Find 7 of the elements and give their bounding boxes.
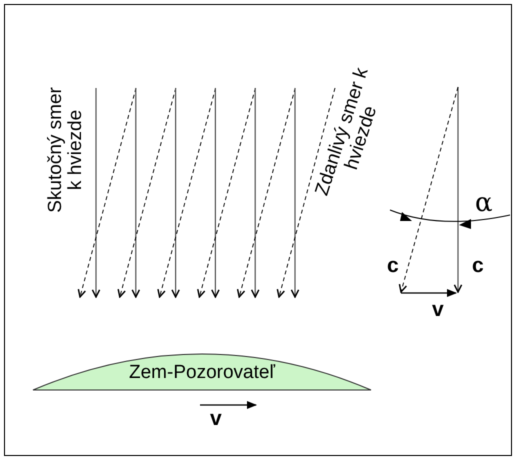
ray-caption: Skutočný smer k hviezde — [46, 86, 86, 215]
vector-label: c — [387, 255, 399, 278]
node-label: Zem-Pozorovateľ — [128, 363, 276, 383]
vector-label: v — [432, 299, 444, 322]
angle-label: α — [475, 190, 493, 217]
vector-label: v — [210, 408, 222, 430]
vector-label: c — [472, 255, 484, 278]
